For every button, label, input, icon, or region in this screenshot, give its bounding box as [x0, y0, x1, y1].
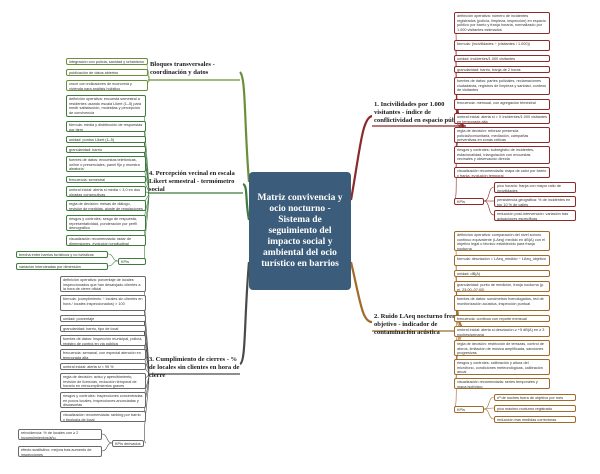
- b3-leaf-sources[interactable]: fuentes de datos: inspección municipal, …: [60, 335, 146, 346]
- b2-kpi-nights[interactable]: nº de noches fuera de objetivo por mes: [494, 394, 576, 401]
- b1-leaf-definition[interactable]: definición operativa: número de incident…: [454, 12, 550, 34]
- b2-leaf-formula[interactable]: fórmula: desviación = LAeq_medido − LAeq…: [454, 255, 550, 266]
- b1-leaf-visualization[interactable]: visualización recomendada: mapa de calor…: [454, 167, 550, 178]
- central-topic[interactable]: Matriz convivencia y ocio nocturno - Sis…: [249, 172, 351, 290]
- b3-kpi-connector-0: [101, 433, 113, 444]
- branch-1-label: 1. Incivilidades por 1.000 visitantes - …: [374, 101, 466, 124]
- b1-leaf-decision-rule[interactable]: regla de decisión: reforzar presencia po…: [454, 127, 550, 143]
- b4-kpi-gap[interactable]: brecha entre barrios turísticos y no tur…: [16, 251, 108, 258]
- branch-3-title[interactable]: 3. Cumplimiento de cierres - % de locale…: [149, 356, 241, 380]
- b3-leaf-connector-10: [143, 373, 150, 444]
- b3-leaf-definition[interactable]: definición operativa: porcentaje de loca…: [60, 276, 146, 292]
- b4-leaf-definition[interactable]: definición operativa: encuesta semestral…: [66, 95, 146, 117]
- b1-leaf-unit[interactable]: unidad: incidentes/1.000 visitantes: [454, 55, 550, 62]
- b3-leaf-unit[interactable]: unidad: porcentaje: [60, 315, 146, 322]
- b1-kpi-connector-2: [483, 200, 495, 216]
- b4-leaf-kpis[interactable]: KPIs derivados: [118, 258, 146, 265]
- branch-1-connector: [349, 114, 373, 201]
- b3-leaf-frequency[interactable]: frecuencia: semanal, con especial atenci…: [60, 349, 146, 360]
- b3-kpi-substitution[interactable]: efecto sustitutivo: mejora tras aumento …: [18, 446, 102, 457]
- b3-leaf-decision-rule[interactable]: regla de decisión: aviso y apercibimient…: [60, 373, 146, 389]
- b4-leaf-granularity[interactable]: granularidad: barrio: [66, 146, 146, 153]
- b2-kpi-connector-2: [483, 408, 495, 420]
- b3-leaf-kpis[interactable]: KPIs derivados: [112, 440, 144, 447]
- b1-leaf-sources[interactable]: fuentes de datos: partes policiales, rec…: [454, 77, 550, 95]
- b4-kpi-variation[interactable]: variación interoleadas por dimensión: [16, 263, 108, 270]
- branch-5-label: Bloques transversales - coordinación y d…: [150, 61, 215, 76]
- b3-kpi-connector-1: [101, 442, 113, 452]
- branch-3-connector: [239, 261, 251, 366]
- b4-leaf-formula[interactable]: fórmula: media y distribución de respues…: [66, 121, 146, 132]
- b2-leaf-decision-rule[interactable]: regla de decisión: restricción de terraz…: [454, 340, 550, 356]
- branch-5-connector: [239, 71, 251, 183]
- b1-kpi-connector-0: [483, 186, 495, 202]
- b4-leaf-visualization[interactable]: visualización recomendada: radar de dime…: [66, 235, 146, 246]
- b5-leaf-open-data[interactable]: publicación de datos abiertos trimestral…: [66, 69, 148, 76]
- b2-leaf-definition[interactable]: definición operativa: comparación del ni…: [454, 231, 550, 251]
- b4-leaf-frequency[interactable]: frecuencia: semestral: [66, 176, 146, 183]
- branch-4-title[interactable]: 4. Percepción vecinal en escala Likert s…: [149, 170, 243, 194]
- b3-leaf-threshold[interactable]: umbral inicial: alerta si < 95 %: [60, 363, 146, 370]
- b1-kpi-persistence[interactable]: persistencia geográfica: % de incidentes…: [494, 196, 576, 207]
- b2-leaf-granularity[interactable]: granularidad: punto de medición, franja …: [454, 281, 550, 292]
- b1-leaf-kpis[interactable]: KPIs derivados: [454, 198, 484, 205]
- b2-leaf-risks[interactable]: riesgos y controles: calibración y altur…: [454, 359, 550, 375]
- b4-kpi-connector-0: [107, 253, 119, 262]
- b4-leaf-sources[interactable]: fuentes de datos: encuestas telefónicas,…: [66, 156, 146, 172]
- b3-leaf-visualization[interactable]: visualización recomendada: ranking por b…: [60, 411, 146, 422]
- branch-5-title[interactable]: Bloques transversales - coordinación y d…: [150, 61, 240, 77]
- branch-3-label: 3. Cumplimiento de cierres - % de locale…: [149, 356, 240, 379]
- branch-2-title[interactable]: 2. Ruido LAeq nocturno frente a objetivo…: [374, 313, 470, 337]
- b2-kpi-peak[interactable]: pico máximo nocturno registrado: [494, 405, 576, 412]
- b1-leaf-granularity[interactable]: granularidad: barrio, franja de 2 horas: [454, 66, 550, 73]
- b3-kpi-recidivism[interactable]: reincidencia: % de locales con ≥ 2 incum…: [18, 429, 102, 440]
- b1-leaf-threshold[interactable]: umbral inicial: alerta si > X incidentes…: [454, 113, 550, 124]
- branch-2-connector: [349, 261, 373, 324]
- b1-leaf-frequency[interactable]: frecuencia: mensual, con agregación trim…: [454, 99, 550, 110]
- b2-kpi-connector-0: [483, 396, 495, 410]
- b4-leaf-risks[interactable]: riesgos y controles: sesgo de respuesta,…: [66, 215, 146, 231]
- b2-leaf-sources[interactable]: fuentes de datos: sonómetros homologados…: [454, 295, 550, 311]
- b3-leaf-risks[interactable]: riesgos y controles: inspecciones concen…: [60, 392, 146, 408]
- b1-kpi-peak-hour[interactable]: pico horario: franja con mayor ratio de …: [494, 182, 576, 193]
- b1-leaf-formula[interactable]: fórmula: (incivilidades ÷ (visitantes / …: [454, 40, 550, 51]
- b2-leaf-visualization[interactable]: visualización recomendada: series tempor…: [454, 378, 550, 389]
- b2-leaf-unit[interactable]: unidad: dB(A): [454, 270, 550, 277]
- b2-leaf-frequency[interactable]: frecuencia: continuo con reporte mensual: [454, 315, 550, 322]
- b4-leaf-decision-rule[interactable]: regla de decisión: mesas de diálogo, rev…: [66, 200, 146, 211]
- branch-4-label: 4. Percepción vecinal en escala Likert s…: [149, 170, 235, 193]
- branch-4-connector: [242, 182, 251, 221]
- central-topic-label: Matriz convivencia y ocio nocturno - Sis…: [257, 192, 343, 269]
- branch-1-title[interactable]: 1. Incivilidades por 1.000 visitantes - …: [374, 101, 466, 125]
- b4-leaf-threshold[interactable]: umbral inicial: alerta si media < 3,0 en…: [66, 186, 146, 197]
- b5-leaf-cross[interactable]: cruce con indicadores de economía y vivi…: [66, 80, 148, 91]
- b4-leaf-unit[interactable]: unidad: puntos Likert (1–5): [66, 136, 146, 143]
- b1-leaf-risks[interactable]: riesgos y controles: subregistro de inci…: [454, 146, 550, 164]
- branch-2-label: 2. Ruido LAeq nocturno frente a objetivo…: [374, 313, 466, 336]
- b1-kpi-reduction[interactable]: reducción post-intervención: variación t…: [494, 210, 576, 221]
- b3-leaf-granularity[interactable]: granularidad: barrio, tipo de local: [60, 325, 146, 332]
- b2-kpi-reduction[interactable]: reducción tras medidas correctoras: [494, 416, 576, 423]
- b4-kpi-connector-1: [107, 260, 119, 267]
- b3-leaf-formula[interactable]: fórmula: (cumplimiento ÷ locales sin cli…: [60, 295, 146, 311]
- b2-leaf-threshold[interactable]: umbral inicial: alerta si desviación ≥ +…: [454, 326, 550, 337]
- b2-leaf-kpis[interactable]: KPIs derivados: [454, 406, 484, 413]
- b5-leaf-integration[interactable]: integración con policía, sanidad y urban…: [66, 58, 148, 65]
